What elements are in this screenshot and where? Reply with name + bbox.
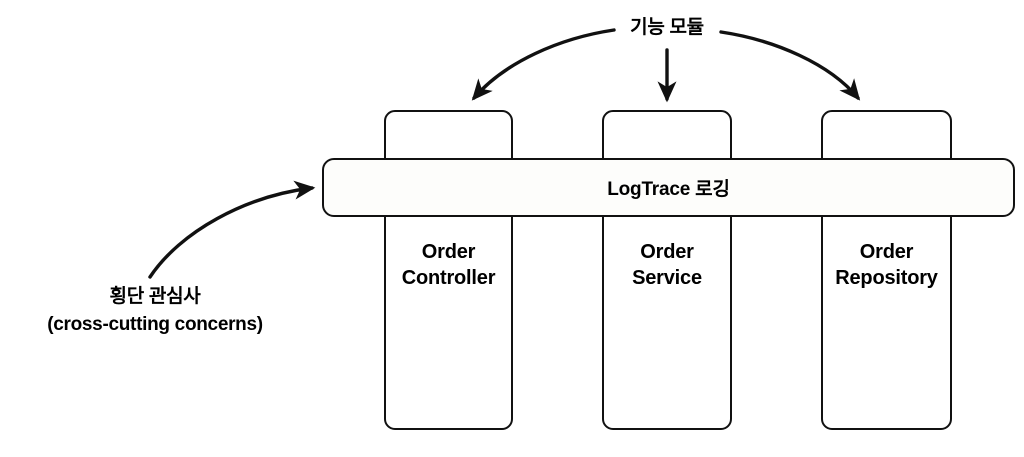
cross-cutting-annotation-line-1: 횡단 관심사 [109,286,201,307]
module-label-order-controller: Order Controller [401,241,496,289]
arrow-to-order-controller [471,28,616,101]
cross-cutting-concerns-annotation: 횡단 관심사 (cross-cutting concerns) [10,283,300,338]
cross-cutting-annotation-line-2: (cross-cutting concerns) [47,313,263,335]
logtrace-aspect-bar-label: LogTrace 로깅 [607,179,730,200]
arrow-to-order-repository [719,30,861,101]
module-label-order-service: Order Service [632,241,702,289]
arrow-to-logtrace-bar [148,180,316,279]
functional-modules-annotation: 기능 모듈 [630,17,704,38]
logtrace-aspect-bar: LogTrace 로깅 [322,158,1015,217]
module-label-order-repository: Order Repository [835,241,938,289]
